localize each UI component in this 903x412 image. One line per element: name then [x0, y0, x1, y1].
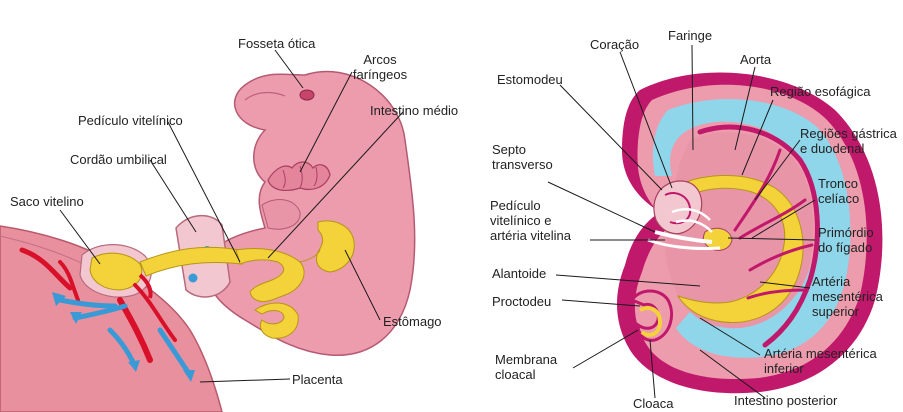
- label-tronco-line1: Tronco: [818, 176, 859, 191]
- label-cordao-umbilical: Cordão umbilical: [70, 152, 167, 167]
- label-saco-vitelino: Saco vitelino: [10, 194, 84, 209]
- label-placenta: Placenta: [292, 372, 343, 387]
- label-regioes-line1: Regiões gástrica: [800, 126, 897, 141]
- label-membrana-cloacal: Membrana cloacal: [495, 352, 557, 382]
- label-aorta: Aorta: [740, 52, 771, 67]
- label-primordio-line2: do fígado: [818, 240, 874, 255]
- label-estomago: Estômago: [383, 314, 442, 329]
- label-arcos-line1: Arcos: [340, 52, 420, 67]
- label-primordio-line1: Primórdio: [818, 225, 874, 240]
- label-membrana-line1: Membrana: [495, 352, 557, 367]
- label-regioes-gastrica: Regiões gástrica e duodenal: [800, 126, 897, 156]
- label-arteria-sup-line3: superior: [812, 304, 883, 319]
- label-arteria-mesenterica-superior: Artéria mesentérica superior: [812, 274, 883, 319]
- label-septo-line2: transverso: [492, 157, 553, 172]
- label-faringe: Faringe: [668, 28, 712, 43]
- label-pediculo-arteria-vitelina: Pedículo vitelínico e artéria vitelina: [490, 198, 571, 243]
- label-regioes-line2: e duodenal: [800, 141, 897, 156]
- label-intestino-posterior: Intestino posterior: [734, 393, 837, 408]
- label-arteria-inf-line2: inferior: [764, 361, 877, 376]
- label-alantoide: Alantoide: [492, 266, 546, 281]
- label-pediculo-line2: vitelínico e: [490, 213, 571, 228]
- label-estomodeu: Estomodeu: [497, 72, 563, 87]
- label-intestino-medio: Intestino médio: [370, 103, 458, 118]
- label-coracao: Coração: [590, 37, 639, 52]
- label-primordio-figado: Primórdio do fígado: [818, 225, 874, 255]
- label-septo-line1: Septo: [492, 142, 553, 157]
- label-septo-transverso: Septo transverso: [492, 142, 553, 172]
- label-arteria-sup-line1: Artéria: [812, 274, 883, 289]
- label-tronco-celiaco: Tronco celíaco: [818, 176, 859, 206]
- label-pediculo-line3: artéria vitelina: [490, 228, 571, 243]
- label-membrana-line2: cloacal: [495, 367, 557, 382]
- label-regiao-esofagica: Região esofágica: [770, 84, 870, 99]
- label-arteria-mesenterica-inferior: Artéria mesentérica inferior: [764, 346, 877, 376]
- otic-pit: [300, 90, 314, 100]
- label-fosseta-otica: Fosseta ótica: [238, 36, 315, 51]
- label-tronco-line2: celíaco: [818, 191, 859, 206]
- label-arcos-faringeos: Arcos faríngeos: [340, 52, 420, 82]
- label-arteria-sup-line2: mesentérica: [812, 289, 883, 304]
- label-pediculo-line1: Pedículo: [490, 198, 571, 213]
- label-cloaca: Cloaca: [633, 396, 673, 411]
- label-arcos-line2: faríngeos: [340, 67, 420, 82]
- label-proctodeu: Proctodeu: [492, 294, 551, 309]
- label-arteria-inf-line1: Artéria mesentérica: [764, 346, 877, 361]
- label-pediculo-vitelinico: Pedículo vitelínico: [78, 113, 183, 128]
